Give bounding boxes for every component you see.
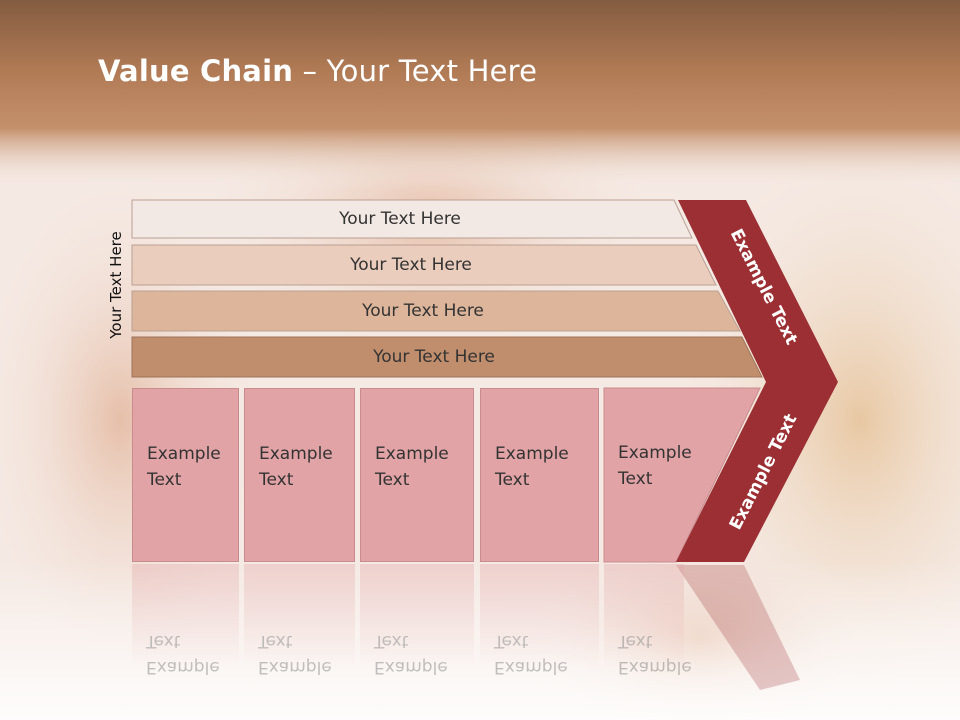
row-1-label: Your Text Here — [339, 209, 461, 229]
side-label-text: Your Text Here — [107, 231, 125, 339]
card-2: Example Text — [244, 388, 355, 562]
row-2-label: Your Text Here — [350, 255, 472, 275]
card-3-reflection-label: Example Text — [374, 631, 448, 677]
card-3-reflection: Example Text — [360, 564, 474, 694]
chevron-reflection — [676, 565, 800, 690]
card-2-reflection: Example Text — [244, 564, 355, 694]
row-4: Your Text Here — [132, 338, 760, 376]
card-1-reflection: Example Text — [132, 564, 239, 694]
card-5-label: Example Text — [618, 443, 692, 489]
title-bold: Value Chain — [98, 54, 294, 88]
row-3-label: Your Text Here — [362, 301, 484, 321]
card-4: Example Text — [480, 388, 599, 562]
card-2-label: Example Text — [259, 444, 333, 490]
card-1-label: Example Text — [147, 444, 221, 490]
row-4-label: Your Text Here — [373, 347, 495, 367]
card-5: Example Text — [604, 388, 692, 562]
card-4-reflection: Example Text — [480, 564, 599, 694]
title-rest: – Your Text Here — [293, 54, 538, 88]
card-1-reflection-label: Example Text — [146, 631, 220, 677]
card-3: Example Text — [360, 388, 474, 562]
row-shape-3 — [131, 290, 741, 332]
row-shape-4 — [131, 336, 763, 378]
card-5-reflection: Example Text — [604, 564, 692, 694]
card-4-label: Example Text — [495, 444, 569, 490]
row-1: Your Text Here — [132, 200, 692, 238]
row-shape-1 — [131, 199, 693, 239]
card-4-reflection-label: Example Text — [494, 631, 568, 677]
row-3: Your Text Here — [132, 292, 738, 330]
chevron-shape — [676, 200, 838, 562]
card-2-reflection-label: Example Text — [258, 631, 332, 677]
card-5-reflection-label: Example Text — [618, 631, 692, 677]
row-shape-2 — [131, 244, 717, 286]
card-3-label: Example Text — [375, 444, 449, 490]
side-label: Your Text Here — [96, 220, 136, 350]
slide-title: Value Chain – Your Text Here — [98, 54, 537, 88]
card-1: Example Text — [132, 388, 239, 562]
row-2: Your Text Here — [132, 246, 714, 284]
